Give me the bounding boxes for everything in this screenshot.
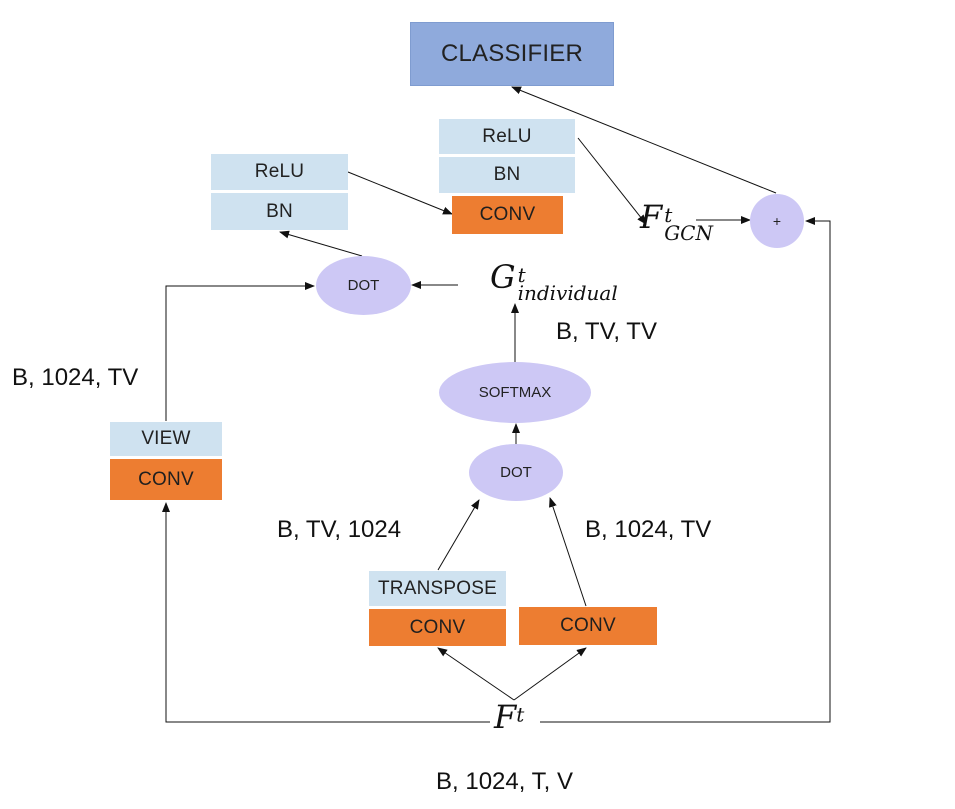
f-gcn-sup: t	[664, 202, 673, 227]
arrow-transpose-to-dot	[437, 499, 480, 571]
arrow-relu-left-to-conv-top	[347, 171, 453, 215]
arrow-dot-left-to-bn	[279, 230, 363, 257]
transpose-shape-label: B, TV, 1024	[277, 516, 402, 543]
g-sup: t	[517, 262, 526, 287]
f-t-symbol: Ft	[494, 698, 524, 736]
bn-top-block: BN	[439, 157, 575, 193]
g-shape-label: B, TV, TV	[556, 318, 657, 345]
arrow-ft-to-conv-right	[513, 647, 587, 701]
conv-view-block: CONV	[110, 459, 222, 500]
f-base: F	[494, 698, 517, 736]
arrow-view-to-dot-left	[165, 282, 315, 421]
conv-right-shape-label: B, 1024, TV	[585, 516, 712, 543]
f-sup: t	[516, 702, 525, 727]
view-shape-label: B, 1024, TV	[12, 364, 139, 391]
bn-left-block: BN	[211, 193, 348, 230]
g-sub: individual	[517, 280, 618, 305]
arrow-ft-to-conv-transpose	[437, 647, 515, 701]
transpose-block: TRANSPOSE	[369, 571, 506, 606]
conv-top-block: CONV	[452, 196, 563, 234]
arrow-ft-to-plus	[540, 217, 831, 723]
arrow-conv-right-to-dot	[549, 497, 587, 607]
f-gcn-base: F	[640, 198, 663, 236]
arrow-ft-to-conv-view	[162, 502, 490, 723]
dot-center-node: DOT	[469, 444, 563, 501]
relu-top-block: ReLU	[439, 119, 575, 154]
input-shape-label: B, 1024, T, V	[436, 768, 573, 795]
view-block: VIEW	[110, 422, 222, 456]
g-base: G	[490, 258, 516, 296]
arrow-plus-to-classifier	[511, 86, 777, 194]
arrow-relu-top-to-fgcn	[577, 137, 647, 225]
conv-transpose-block: CONV	[369, 609, 506, 646]
softmax-node: SOFTMAX	[439, 362, 591, 423]
classifier-block: CLASSIFIER	[410, 22, 614, 86]
conv-right-block: CONV	[519, 607, 657, 645]
plus-node: +	[750, 194, 804, 248]
f-gcn-sub: GCN	[664, 220, 713, 245]
relu-left-block: ReLU	[211, 154, 348, 190]
dot-left-node: DOT	[316, 256, 411, 315]
